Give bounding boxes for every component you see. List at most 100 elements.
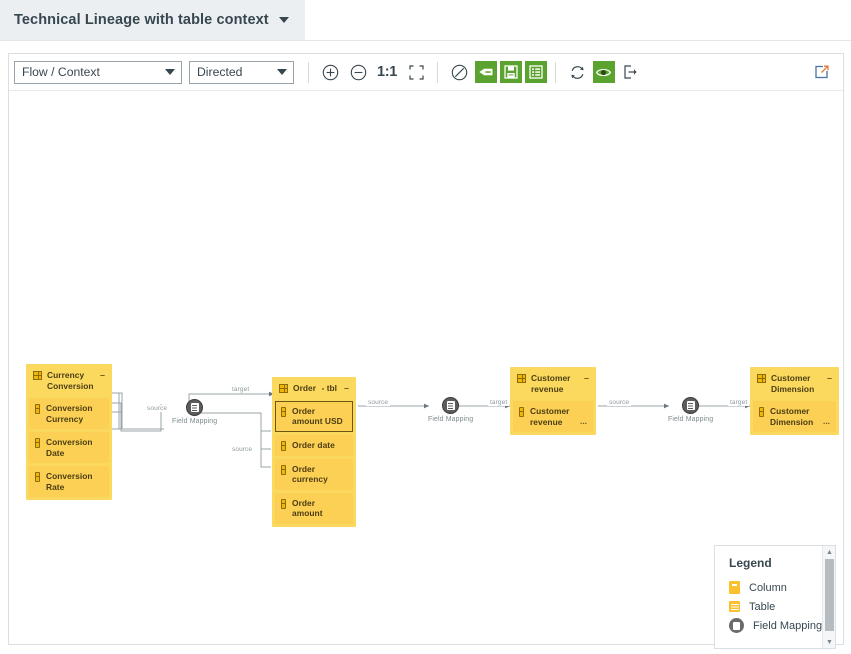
legend-title: Legend <box>729 556 772 570</box>
table-icon <box>279 384 288 393</box>
toolbar-divider <box>555 61 557 83</box>
column-row[interactable]: Customer revenue ... <box>513 401 593 432</box>
column-row[interactable]: Order date <box>275 434 353 456</box>
table-icon <box>517 374 526 383</box>
column-row[interactable]: Conversion Rate <box>29 466 109 497</box>
direction-select[interactable]: Directed <box>189 60 294 84</box>
open-external-icon[interactable] <box>810 61 833 84</box>
zoom-in-icon[interactable] <box>319 61 342 84</box>
collapse-toggle[interactable]: – <box>99 370 105 380</box>
field-mapping-icon[interactable] <box>442 397 460 414</box>
mapping-glyph <box>190 403 199 412</box>
collapse-toggle[interactable]: – <box>343 383 349 393</box>
node-header[interactable]: Currency Conversion – <box>29 367 109 395</box>
zoom-out-icon[interactable] <box>347 61 370 84</box>
graph-node-customer-revenue[interactable]: Customer revenue – Customer revenue ... <box>510 367 596 435</box>
node-subtitle: - tbl <box>321 383 337 393</box>
column-label: Customer revenue <box>530 406 570 427</box>
field-mapping-label: Field Mapping <box>668 416 714 423</box>
legend-scrollbar[interactable]: ▲ ▼ <box>822 546 835 648</box>
column-label: Order amount USD <box>292 405 343 427</box>
direction-value: Directed <box>197 65 243 79</box>
chevron-down-icon[interactable] <box>278 17 289 23</box>
field-mapping-icon[interactable] <box>186 399 204 416</box>
column-overflow-indicator[interactable]: ... <box>580 416 587 426</box>
column-icon <box>35 438 40 448</box>
column-icon <box>729 581 740 594</box>
chevron-down-icon[interactable] <box>165 69 175 75</box>
node-columns: Customer revenue ... <box>513 401 593 432</box>
save-layout-icon[interactable] <box>499 61 522 83</box>
field-mapping-node-1[interactable]: Field Mapping <box>172 399 217 425</box>
chevron-up-icon[interactable]: ▲ <box>826 548 833 556</box>
edge-label-source: source <box>230 446 255 453</box>
table-icon <box>33 371 42 380</box>
graph-node-currency-conversion[interactable]: Currency Conversion – Conversion Currenc… <box>26 364 112 500</box>
lineage-canvas[interactable]: source target source source target sourc… <box>9 91 843 644</box>
field-mapping-icon[interactable] <box>682 397 700 414</box>
chevron-down-icon[interactable] <box>277 69 287 75</box>
export-icon[interactable] <box>619 61 642 84</box>
column-row[interactable]: Customer Dimension ... <box>753 401 836 432</box>
field-mapping-icon <box>729 618 744 633</box>
chevron-down-icon[interactable]: ▼ <box>826 638 833 646</box>
legend-item-label: Column <box>749 581 787 594</box>
eye-icon[interactable] <box>592 61 615 83</box>
list-view-icon[interactable] <box>524 61 547 83</box>
column-icon <box>281 498 286 509</box>
tag-icon[interactable] <box>474 61 497 83</box>
scrollbar-thumb[interactable] <box>825 559 834 631</box>
lineage-view-tab[interactable]: Technical Lineage with table context <box>0 0 305 40</box>
fit-to-screen-icon[interactable] <box>405 61 428 84</box>
column-row[interactable]: Conversion Date <box>29 432 109 463</box>
node-title: Currency Conversion <box>47 370 94 391</box>
node-header[interactable]: Order - tbl – <box>275 380 353 398</box>
node-header[interactable]: Customer Dimension – <box>753 370 836 398</box>
toolbar-divider <box>437 61 439 83</box>
column-icon <box>281 440 286 451</box>
graph-node-customer-dimension[interactable]: Customer Dimension – Customer Dimension … <box>750 367 839 435</box>
legend-item-column: Column <box>729 578 825 597</box>
column-row[interactable]: Order amount <box>275 492 353 524</box>
refresh-icon[interactable] <box>566 61 589 84</box>
node-header[interactable]: Customer revenue – <box>513 370 593 398</box>
column-row[interactable]: Conversion Currency <box>29 398 109 429</box>
column-label: Order date <box>292 439 335 450</box>
mapping-glyph <box>446 401 455 410</box>
column-icon <box>281 464 286 475</box>
legend-item-label: Table <box>749 600 776 613</box>
node-columns: Order amount USD Order date Order curren… <box>275 400 353 524</box>
node-columns: Customer Dimension ... <box>753 401 836 432</box>
column-label: Conversion Rate <box>46 471 93 492</box>
node-columns: Conversion Currency Conversion Date Conv… <box>29 398 109 497</box>
node-title: Customer Dimension <box>771 373 815 394</box>
column-row-selected[interactable]: Order amount USD <box>275 400 353 432</box>
edge-label-source: source <box>145 405 170 412</box>
edge-label-source: source <box>607 399 632 406</box>
graph-node-order[interactable]: Order - tbl – Order amount USD Order dat… <box>272 377 356 527</box>
edge-label-source: source <box>366 399 391 406</box>
field-mapping-label: Field Mapping <box>172 418 218 425</box>
column-label: Conversion Date <box>46 437 93 458</box>
header-divider <box>0 40 851 41</box>
graph-toolbar: Flow / Context Directed <box>9 54 843 91</box>
field-mapping-node-3[interactable]: Field Mapping <box>668 397 713 423</box>
flow-context-select[interactable]: Flow / Context <box>14 60 182 84</box>
column-row[interactable]: Order currency <box>275 458 353 490</box>
legend-panel: Legend Column Table Field Mapping ▲ ▼ <box>714 545 836 649</box>
collapse-toggle[interactable]: – <box>583 373 589 383</box>
field-mapping-node-2[interactable]: Field Mapping <box>428 397 473 423</box>
legend-item-table: Table <box>729 597 825 616</box>
column-label: Order amount <box>292 497 323 519</box>
zoom-ratio-button[interactable]: 1:1 <box>377 64 398 80</box>
disable-icon[interactable] <box>448 61 471 84</box>
column-label: Order currency <box>292 463 328 485</box>
node-title: Order <box>293 383 317 393</box>
column-overflow-indicator[interactable]: ... <box>823 416 830 426</box>
column-icon <box>281 406 286 417</box>
column-label: Conversion Currency <box>46 403 93 424</box>
node-title: Customer revenue <box>531 373 571 394</box>
collapse-toggle[interactable]: – <box>826 373 832 383</box>
table-icon <box>729 601 740 612</box>
